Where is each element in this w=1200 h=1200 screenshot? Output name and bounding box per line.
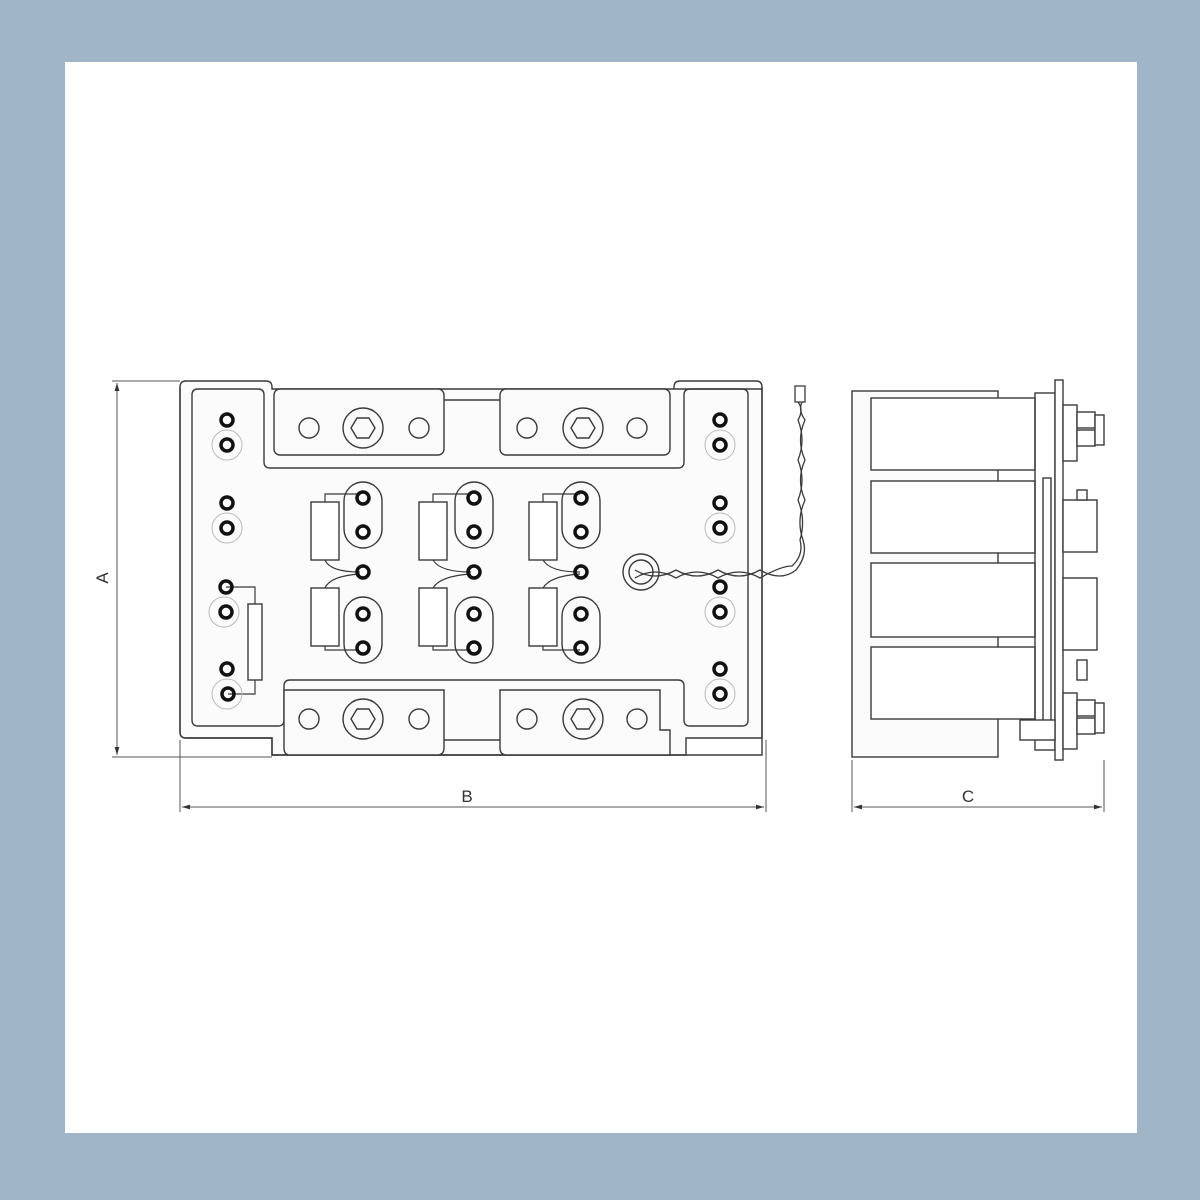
inner-outline xyxy=(191,388,749,727)
side-mounting-plate xyxy=(1054,379,1064,761)
top-busbar-right xyxy=(499,388,671,456)
top-busbar-left xyxy=(273,388,445,456)
bottom-busbar-right xyxy=(499,689,671,756)
busbar-holes xyxy=(298,417,648,730)
bottom-busbar-left xyxy=(283,689,445,756)
side-terminals xyxy=(1019,404,1105,750)
terminal-pads xyxy=(343,481,601,664)
ground-strap xyxy=(634,385,806,579)
side-view xyxy=(851,379,1105,761)
dimension-lines xyxy=(112,380,1105,812)
fuse-bodies xyxy=(247,501,558,681)
base-plate-outline xyxy=(179,387,763,756)
hex-bolts xyxy=(342,407,604,740)
terminal-screws xyxy=(208,412,736,710)
side-fuse-blocks xyxy=(870,397,1036,720)
dimension-label-c: C xyxy=(962,787,974,806)
dimension-label-b: B xyxy=(461,787,472,806)
dimension-label-a: A xyxy=(93,572,112,584)
front-view xyxy=(179,380,806,756)
